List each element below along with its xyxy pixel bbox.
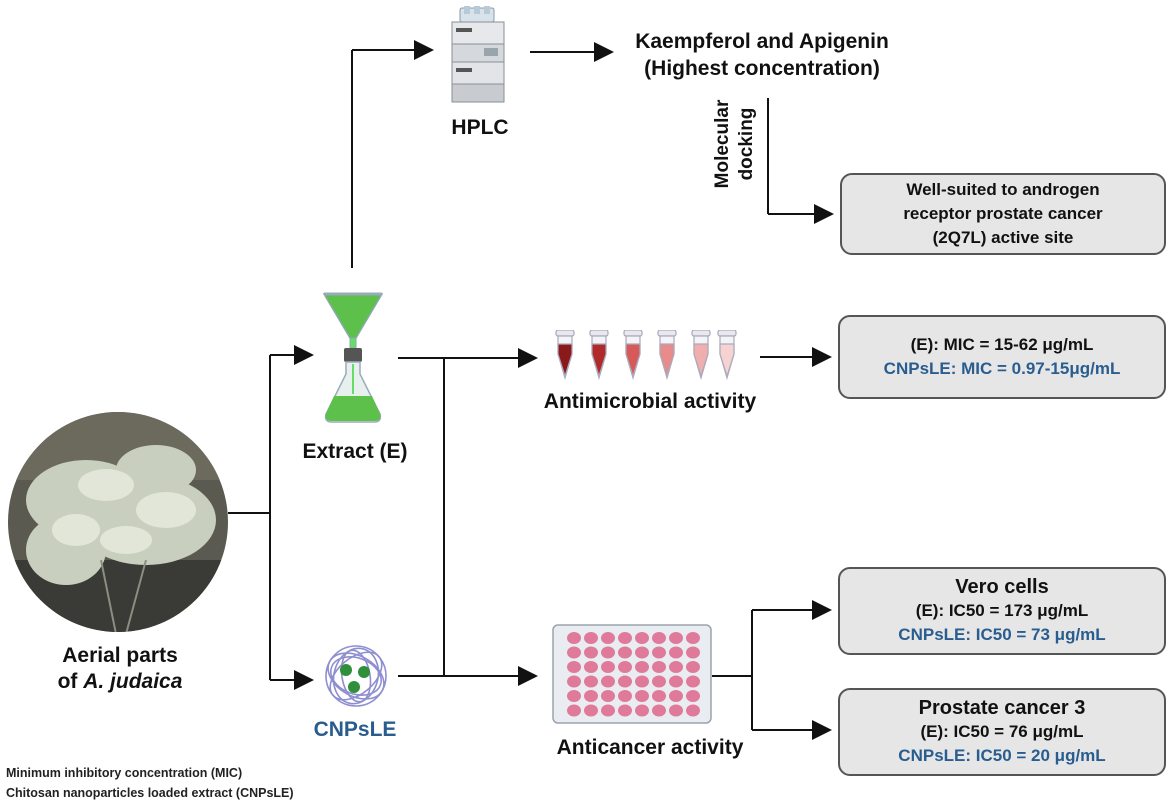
vero-box: Vero cells (E): IC50 = 173 μg/mL CNPsLE:…: [838, 567, 1166, 655]
plate-well: [567, 704, 581, 717]
plate-well: [567, 632, 581, 644]
plate-well: [584, 675, 598, 688]
plate-well: [652, 690, 666, 702]
compounds-label: Kaempferol and Apigenin (Highest concent…: [612, 28, 912, 82]
plate-well: [584, 646, 598, 659]
docking-label: Molecular docking: [711, 89, 759, 199]
plate-well: [652, 704, 666, 717]
hplc-instrument-icon: [451, 6, 505, 103]
plate-well: [601, 690, 615, 702]
microtube-icon: [555, 330, 737, 381]
footnote-mic: Minimum inhibitory concentration (MIC): [6, 766, 243, 780]
mic-cnpsle-value: CNPsLE: MIC = 0.97-15μg/mL: [883, 359, 1121, 378]
plate-well: [635, 632, 649, 644]
plate-well: [584, 690, 598, 702]
mic-extract-value: (E): MIC = 15-62 μg/mL: [910, 335, 1094, 354]
plate-well: [635, 675, 649, 688]
plate-well: [601, 704, 615, 717]
cnpsle-label: CNPsLE: [313, 718, 397, 741]
plate-well: [669, 661, 683, 673]
species-name: A. judaica: [83, 670, 183, 693]
prostate-title: Prostate cancer 3: [918, 697, 1086, 719]
mic-box: (E): MIC = 15-62 μg/mL CNPsLE: MIC = 0.9…: [838, 315, 1166, 399]
plate-well: [584, 632, 598, 644]
aerial-line-2: of A. judaica: [20, 669, 220, 695]
plate-well: [584, 704, 598, 717]
plant-photo: [8, 412, 228, 632]
plate-well: [652, 646, 666, 659]
anticancer-label: Anticancer activity: [556, 736, 744, 759]
vero-extract-value: (E): IC50 = 173 μg/mL: [915, 601, 1089, 620]
plate-well: [652, 675, 666, 688]
plate-well: [567, 690, 581, 702]
plate-well: [686, 675, 700, 688]
plate-well: [618, 632, 632, 644]
docking-result-line-3: (2Q7L) active site: [932, 228, 1074, 247]
nanoparticle-icon: [325, 645, 387, 707]
plate-well: [618, 675, 632, 688]
plate-well: [669, 646, 683, 659]
aerial-parts-label: Aerial parts of A. judaica: [20, 643, 220, 695]
plate-well: [669, 675, 683, 688]
aerial-prefix: of: [57, 670, 84, 693]
plate-well: [669, 690, 683, 702]
plate-well: [618, 661, 632, 673]
plate-well: [652, 661, 666, 673]
footnote-cnpsle: Chitosan nanoparticles loaded extract (C…: [6, 786, 294, 800]
plate-well: [567, 646, 581, 659]
plate-well: [601, 632, 615, 644]
plate-well: [686, 704, 700, 717]
compounds-line-1: Kaempferol and Apigenin: [635, 30, 889, 53]
aerial-line-1: Aerial parts: [62, 644, 178, 667]
compounds-line-2: (Highest concentration): [644, 57, 880, 80]
plate-well: [686, 646, 700, 659]
docking-result-line-2: receptor prostate cancer: [903, 204, 1103, 223]
vero-cnpsle-value: CNPsLE: IC50 = 73 μg/mL: [898, 625, 1106, 644]
plate-well: [669, 704, 683, 717]
plate-well: [652, 632, 666, 644]
plate-well: [635, 661, 649, 673]
plate-well: [567, 675, 581, 688]
prostate-box: Prostate cancer 3 (E): IC50 = 76 μg/mL C…: [838, 688, 1166, 776]
antimicrobial-label: Antimicrobial activity: [543, 390, 757, 413]
plate-well: [601, 661, 615, 673]
plate-well: [584, 661, 598, 673]
prostate-cnpsle-value: CNPsLE: IC50 = 20 μg/mL: [898, 746, 1106, 765]
plate-well: [601, 646, 615, 659]
vero-title: Vero cells: [955, 576, 1049, 598]
extract-label: Extract (E): [302, 440, 408, 463]
plate-well: [635, 690, 649, 702]
filter-flask-icon: [322, 292, 384, 423]
plate-well: [618, 690, 632, 702]
plate-well: [601, 675, 615, 688]
plate-well: [635, 646, 649, 659]
docking-result-box: Well-suited to androgen receptor prostat…: [840, 173, 1166, 255]
docking-result-line-1: Well-suited to androgen: [906, 180, 1100, 199]
prostate-extract-value: (E): IC50 = 76 μg/mL: [920, 722, 1084, 741]
plate-well: [686, 632, 700, 644]
docking-line-2: docking: [736, 107, 757, 181]
docking-line-1: Molecular: [712, 99, 733, 189]
hplc-label: HPLC: [451, 116, 509, 139]
plate-well: [686, 661, 700, 673]
plate-well: [567, 661, 581, 673]
plate-well: [618, 704, 632, 717]
plate-well: [635, 704, 649, 717]
well-plate-icon: [552, 624, 712, 724]
plate-well: [618, 646, 632, 659]
plate-well: [669, 632, 683, 644]
plate-well: [686, 690, 700, 702]
